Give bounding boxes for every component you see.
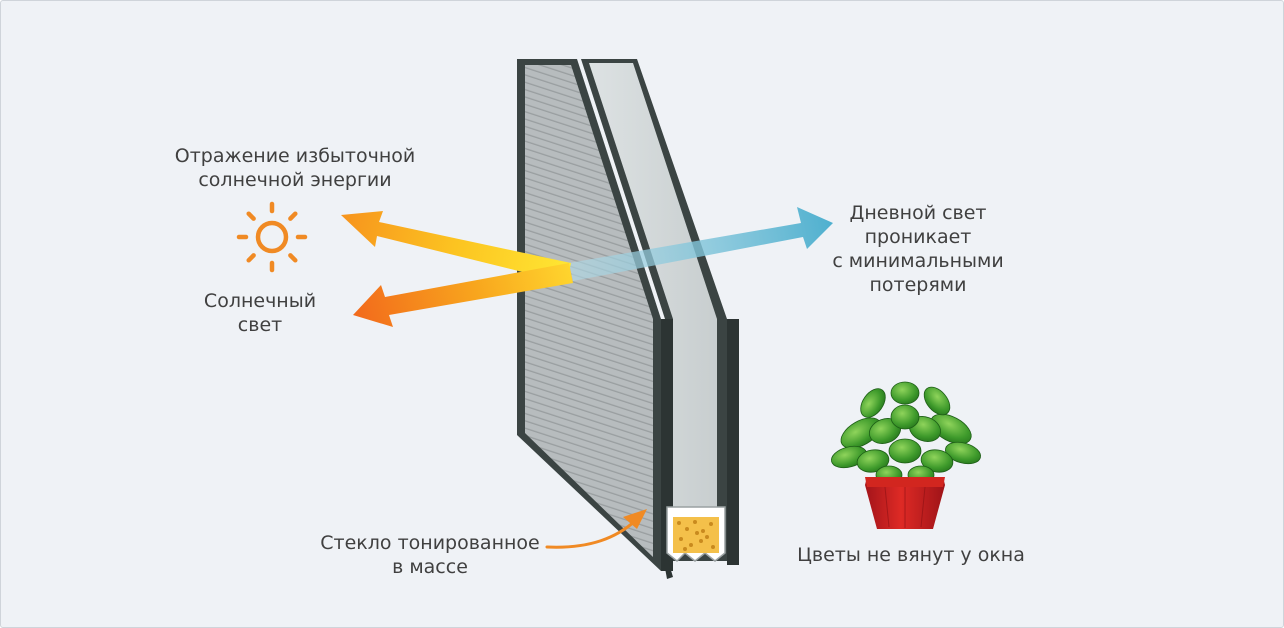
tinted-glass-label-line: в массе	[392, 556, 468, 578]
tinted-glass-label: Стекло тонированное в массе	[305, 531, 555, 579]
sunlight-arrow	[353, 263, 573, 327]
reflection-label-line: Отражение избыточной	[174, 145, 416, 167]
glass-callout-arrow	[545, 509, 647, 549]
flowers-label-line: Цветы не вянут у окна	[797, 544, 1025, 566]
reflection-arrow	[341, 211, 571, 283]
sun-icon	[236, 201, 308, 273]
daylight-label-line: проникает	[864, 226, 972, 248]
reflection-label-line: солнечной энергии	[198, 169, 392, 191]
sunlight-label: Солнечный свет	[197, 289, 323, 337]
tinted-glass-pane	[525, 65, 653, 557]
daylight-label: Дневной свет проникает с минимальными по…	[819, 201, 1017, 297]
spacer-bar	[663, 506, 726, 579]
double-glazed-window-icon	[517, 59, 739, 579]
reflection-label: Отражение избыточной солнечной энергии	[161, 144, 429, 192]
flowers-label: Цветы не вянут у окна	[793, 543, 1029, 567]
transmitted-light-arrow	[569, 207, 833, 281]
potted-plant-icon	[831, 381, 981, 529]
sunlight-label-line: свет	[237, 314, 283, 336]
sunlight-label-line: Солнечный	[203, 290, 317, 312]
tinted-glass-label-line: Стекло тонированное	[320, 532, 540, 554]
daylight-label-line: Дневной свет	[849, 202, 987, 224]
daylight-label-line: потерями	[869, 274, 967, 296]
daylight-label-line: с минимальными	[832, 250, 1004, 272]
clear-glass-pane	[589, 63, 717, 553]
